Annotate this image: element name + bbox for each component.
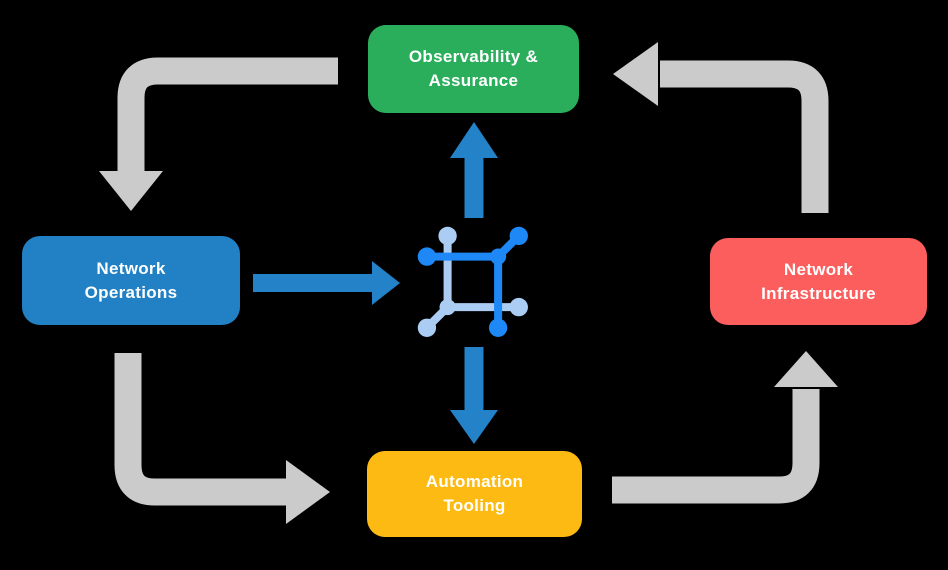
arrowhead-down-icon <box>450 410 498 444</box>
arrow-automation-to-infrastructure <box>612 351 838 504</box>
arrowhead-up-icon <box>774 351 838 387</box>
node-network-operations: Network Operations <box>22 236 240 325</box>
arrow-center-to-automation <box>450 347 498 444</box>
node-network-infrastructure: Network Infrastructure <box>710 238 927 325</box>
node-label-line: Observability & <box>408 47 539 66</box>
node-observability-assurance: Observability & Assurance <box>368 25 579 113</box>
network-mesh-dark-nodes <box>417 226 528 337</box>
network-mesh-light-nodes <box>417 226 528 337</box>
arrow-shaft <box>612 389 820 504</box>
arrowhead-right-icon <box>286 460 330 524</box>
arrow-operations-to-center <box>253 261 400 305</box>
arrow-infrastructure-to-observability <box>613 42 829 213</box>
arrow-observability-to-operations <box>99 57 338 211</box>
node-label-line: Operations <box>84 282 178 302</box>
arrow-shaft <box>114 353 288 506</box>
node-label-line: Automation <box>425 472 524 491</box>
node-label-line: Network <box>96 258 166 278</box>
arrowhead-right-icon <box>372 261 400 305</box>
node-label-line: Assurance <box>428 71 519 90</box>
arrowhead-left-icon <box>613 42 658 106</box>
arrow-operations-to-automation <box>114 353 330 524</box>
arrow-center-to-observability <box>450 122 498 218</box>
node-label-line: Network <box>783 259 854 279</box>
arrow-shaft <box>117 57 338 173</box>
arrowhead-down-icon <box>99 171 163 211</box>
arrow-shaft <box>660 60 829 213</box>
node-label-line: Infrastructure <box>761 283 876 303</box>
network-mesh-icon <box>417 226 528 337</box>
node-label-line: Tooling <box>443 496 506 515</box>
arrowhead-up-icon <box>450 122 498 158</box>
node-automation-tooling: Automation Tooling <box>367 451 582 537</box>
